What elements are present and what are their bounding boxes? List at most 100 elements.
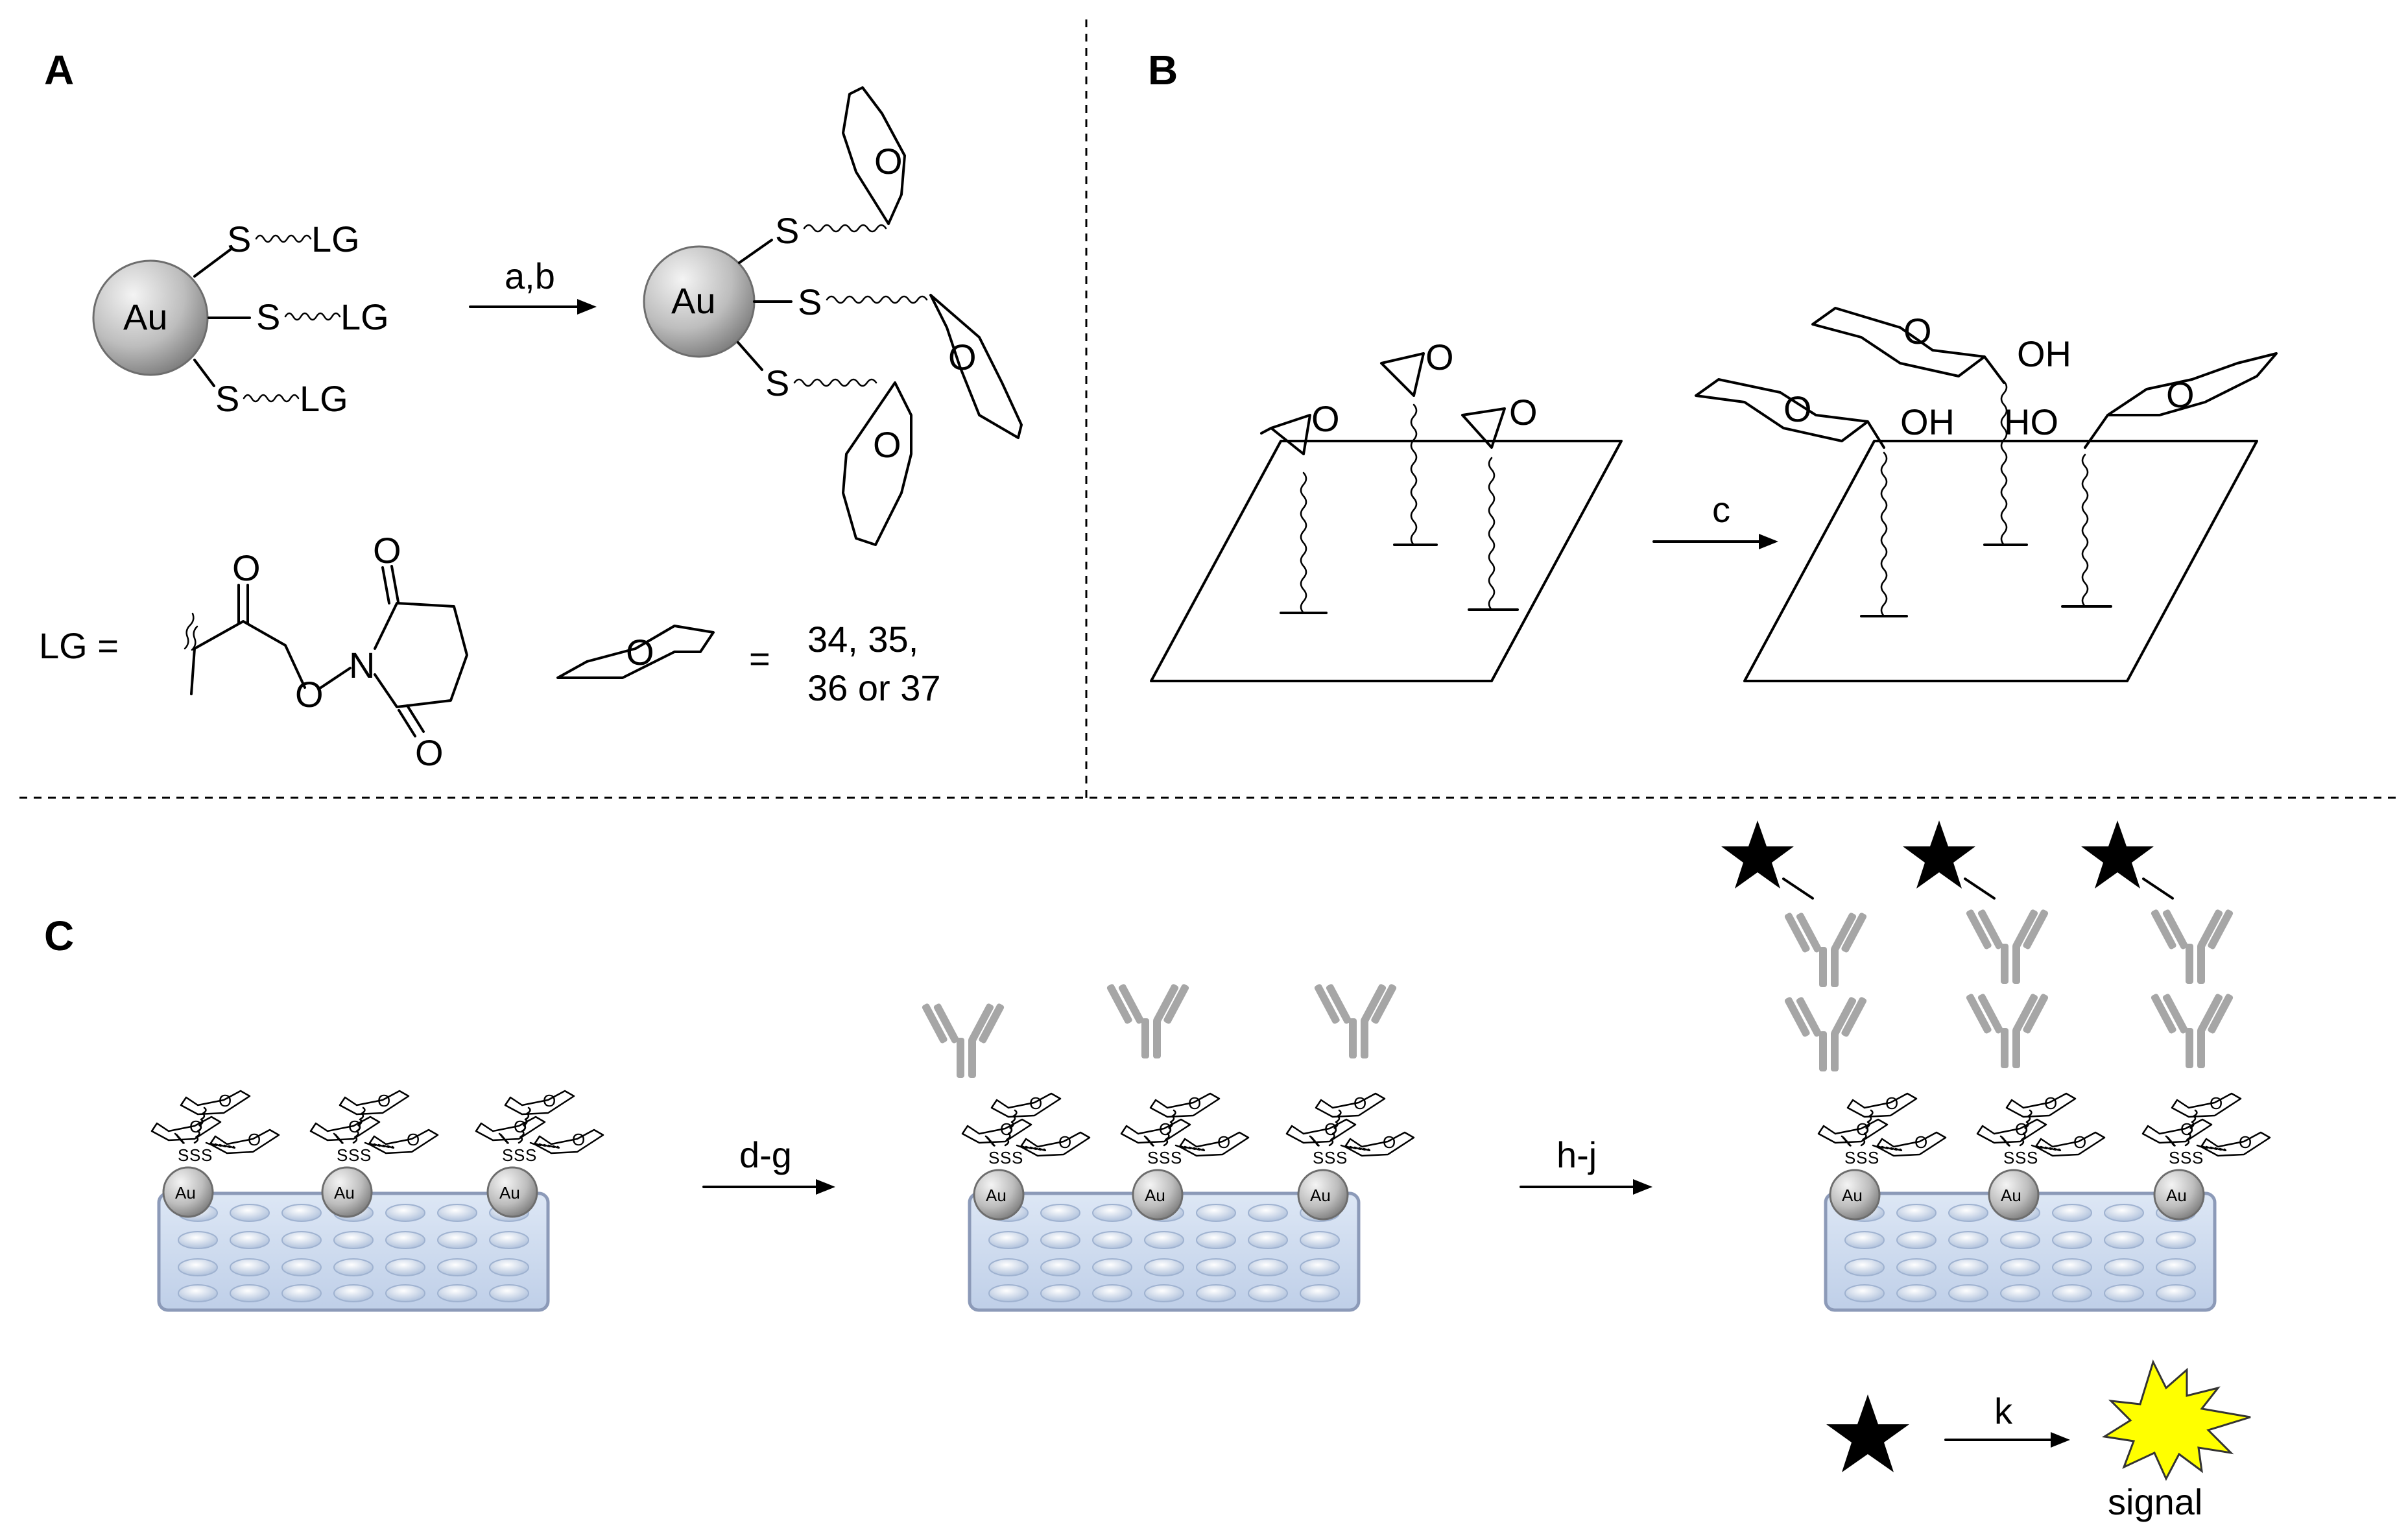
pyranose-ring-icon	[339, 1090, 410, 1116]
sulfur-label: S	[525, 1145, 536, 1165]
sulfur-label: S	[2192, 1148, 2203, 1167]
sulfur-3: S	[215, 378, 239, 419]
pyranose-ring-icon	[209, 1129, 280, 1154]
sulfur-label: S	[189, 1145, 200, 1165]
sugar-oxygen: O	[1783, 388, 1812, 429]
sulfur-2: S	[256, 296, 280, 337]
epoxide-tether-3: O	[1461, 392, 1538, 611]
pyranose-ring-icon	[2141, 1118, 2213, 1144]
antibody-icon	[2150, 908, 2234, 984]
pyranose-ring-icon	[2200, 1131, 2271, 1157]
panel-c: C	[44, 820, 2271, 1522]
antibody-layer-plate-3	[1721, 820, 2234, 1071]
sulfur-label: S	[178, 1145, 189, 1165]
epoxide-oxygen: O	[1311, 398, 1340, 439]
pyranose-ring-icon	[1976, 1118, 2047, 1144]
antibody-icon	[1313, 983, 1398, 1058]
gold-core-icon	[1988, 1169, 2040, 1221]
sulfur-label: S	[360, 1145, 371, 1165]
sugar-oxygen-label: O	[2210, 1094, 2223, 1113]
antibody-icon	[921, 1002, 1005, 1078]
pyranose-ring-icon	[1149, 1092, 1221, 1118]
arrow-label-a-b: a,b	[505, 256, 555, 296]
panel-label-b: B	[1148, 47, 1178, 93]
gold-core-icon	[1829, 1169, 1881, 1221]
arrow-h-j: h-j	[1520, 1134, 1652, 1195]
lg-equals-label: LG =	[39, 625, 119, 666]
sugar-oxygen-label: O	[2073, 1132, 2086, 1152]
panel-label-a: A	[44, 47, 74, 93]
sulfur-label: S	[1313, 1148, 1324, 1167]
imide-nitrogen: N	[349, 645, 375, 686]
sulfur-label: S	[1171, 1148, 1182, 1167]
antibody-icon	[1783, 996, 1868, 1071]
pyranose-ring-icon	[1178, 1131, 1250, 1157]
pyranose-ring-icon	[1846, 1092, 1918, 1118]
sulfur-label: S	[1000, 1148, 1011, 1167]
microarray-plate-2	[968, 1191, 1361, 1312]
antibody-layer-plate-2	[921, 983, 1398, 1078]
gold-core-label: Au	[123, 296, 168, 337]
arrow-c: c	[1652, 489, 1778, 549]
pyranose-ring-icon	[1285, 1118, 1357, 1144]
pyranose-ring-icon	[533, 1129, 604, 1154]
pyranose-ring-icon	[150, 1116, 222, 1142]
pyranose-ring-icon	[368, 1129, 439, 1154]
arrow-label-c: c	[1712, 489, 1730, 530]
sulfur-label: S	[2169, 1148, 2180, 1167]
antibody-icon	[1965, 992, 2049, 1068]
glycan-tether-3: O HO	[2004, 352, 2278, 608]
sulfur-label: S	[1324, 1148, 1335, 1167]
sulfur-label: S	[1868, 1148, 1879, 1167]
glycan-slide	[1743, 440, 2258, 682]
sugar-oxygen: O	[1903, 311, 1932, 352]
gold-core-label: Au	[2001, 1186, 2021, 1205]
sulfur-1: S	[227, 219, 251, 259]
microarray-plate-3	[1824, 1191, 2217, 1312]
sulfur-label: S	[348, 1145, 359, 1165]
sugar-definition: O = 34, 35, 36 or 37	[556, 619, 941, 708]
panel-a: A Au S S S LG LG LG a,b Au	[39, 47, 1023, 773]
sugar-oxygen-label: O	[1353, 1094, 1366, 1113]
sulfur-label: S	[1336, 1148, 1347, 1167]
gold-core-label: Au	[2166, 1186, 2187, 1205]
sulfur-label: S	[514, 1145, 525, 1165]
sulfur-label: S	[201, 1145, 212, 1165]
pyranose-ring-icon	[180, 1090, 251, 1116]
sulfur-label: S	[2180, 1148, 2191, 1167]
gold-core-icon	[321, 1166, 373, 1218]
sulfur-label: S	[1159, 1148, 1170, 1167]
pyranose-ring-icon	[961, 1118, 1032, 1144]
signal-development: k signal	[1826, 1359, 2251, 1522]
sulfur-label: S	[2015, 1148, 2026, 1167]
sugar-oxygen-label: O	[1383, 1132, 1396, 1152]
sugar-oxygen-label: O	[377, 1091, 390, 1110]
sulfur-label: S	[502, 1145, 513, 1165]
hydroxyl: OH	[1900, 401, 1955, 442]
epoxide-tether-1: O	[1260, 398, 1340, 614]
arrow-d-g: d-g	[702, 1134, 835, 1195]
sugar-oxygen-label: O	[1217, 1132, 1230, 1152]
antibody-icon	[1106, 983, 1190, 1058]
pyranose-ring-icon	[1120, 1118, 1191, 1144]
pyranose-ring-icon	[1817, 1118, 1889, 1144]
label-star-icon	[1721, 820, 1794, 889]
gold-core-icon	[973, 1169, 1025, 1221]
sulfur-1: S	[775, 210, 799, 251]
signal-label: signal	[2108, 1481, 2202, 1522]
pyranose-ring-icon	[504, 1090, 575, 1116]
sugar-oxygen-label: O	[1188, 1094, 1201, 1113]
carbonyl-oxygen-1: O	[373, 530, 401, 571]
sulfur-3: S	[765, 363, 789, 403]
gold-core-label: Au	[334, 1183, 355, 1202]
nanoparticle-start: Au S S S LG LG LG	[92, 219, 389, 419]
arrow-a-b: a,b	[469, 256, 597, 315]
pyranose-ring-icon	[309, 1116, 381, 1142]
epoxide-oxygen: O	[1425, 337, 1454, 377]
